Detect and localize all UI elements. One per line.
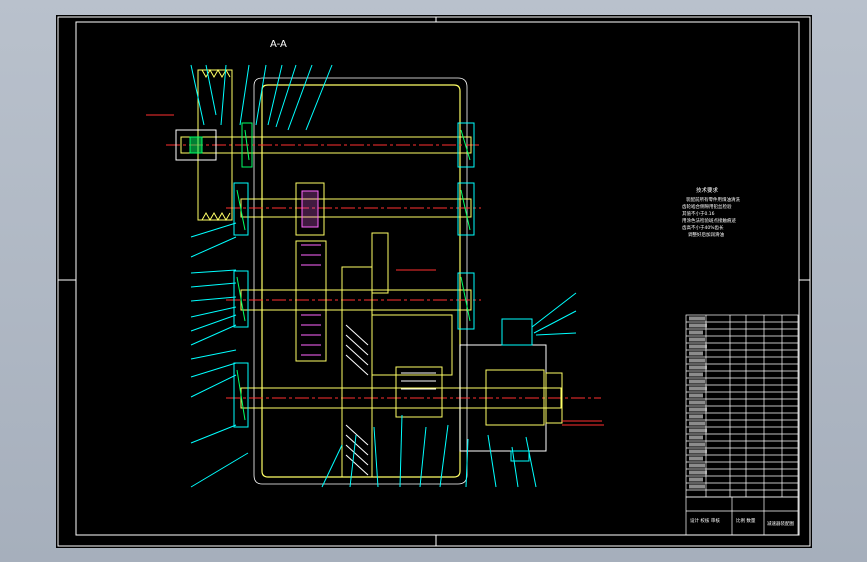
title-footer-mid: 比例 数量: [736, 517, 756, 524]
parts-table-row-text: [689, 435, 703, 440]
notes-line-3: 其值不小于0.16: [682, 210, 715, 217]
parts-table-row-text: [689, 316, 705, 321]
bearing-left-3: [233, 270, 249, 328]
gear-6: [395, 366, 443, 418]
bearing-right-2: [457, 182, 475, 236]
v-belt-pulley: [175, 68, 233, 222]
input-shaft: [180, 136, 472, 154]
title-footer-right: 减速器装配图: [767, 520, 794, 527]
gears: [295, 182, 453, 478]
parts-table-row-text: [689, 344, 707, 349]
parts-table-row-text: [689, 414, 703, 419]
callout-leaders-bottom: [321, 292, 577, 488]
dimension-markers: [146, 114, 602, 422]
parts-table-row-text: [689, 372, 703, 377]
gear-5: [371, 314, 453, 376]
parts-table-row-text: [689, 477, 703, 482]
parts-table-row-text: [689, 337, 705, 342]
parts-table-row-text: [689, 323, 707, 328]
parts-table-row-text: [689, 400, 705, 405]
outer-frame: [57, 16, 811, 547]
gear-1: [295, 182, 325, 236]
parts-table-row-text: [689, 449, 707, 454]
gearbox-housing: [253, 77, 468, 485]
callout-leaders-left: [190, 222, 249, 488]
parts-table-row-text: [689, 484, 705, 489]
bearing-right-3: [457, 272, 475, 330]
output-bearing-housing: [459, 318, 604, 462]
callout-leaders-top: [190, 64, 333, 131]
parts-table-row-text: [689, 463, 705, 468]
parts-table-row-text: [689, 421, 705, 426]
bearing-left-2: [233, 182, 249, 236]
bearing-left-4: [233, 362, 249, 428]
parts-table-row-text: [689, 407, 707, 412]
inner-frame: [75, 21, 800, 536]
parts-table-row-text: [689, 470, 707, 475]
notes-line-1: 装配前所有零件用煤油清洗: [686, 196, 740, 203]
drawing-sheet[interactable]: A-A: [56, 15, 812, 548]
technical-notes: 技术要求 装配前所有零件用煤油清洗 齿轮啮合侧隙用铅丝检验 其值不小于0.16 …: [682, 186, 740, 238]
parts-table-row-text: [689, 442, 705, 447]
notes-line-4: 用涂色法检验斑点接触痕迹: [682, 217, 736, 224]
parts-table-row-text: [689, 379, 705, 384]
parts-table-row-text: [689, 428, 707, 433]
assembly-drawing: A-A: [57, 16, 811, 547]
bearing-right-1: [457, 122, 475, 168]
bearings: [233, 122, 475, 428]
parts-table-row-text: [689, 358, 705, 363]
parts-table-row-text: [689, 365, 707, 370]
parts-table-row-text: [689, 330, 703, 335]
gear-4: [371, 232, 389, 294]
notes-heading: 技术要求: [696, 186, 719, 194]
parts-table-row-text: [689, 456, 703, 461]
notes-line-5: 齿高不小于40%齿长: [682, 224, 724, 231]
section-label: A-A: [270, 39, 287, 50]
gear-2: [295, 240, 327, 362]
parts-table-row-text: [689, 386, 707, 391]
title-block: 设计 校核 审核 比例 数量 减速器装配图: [685, 496, 799, 536]
parts-table-row-text: [689, 393, 703, 398]
notes-line-6: 调整好后加润滑油: [688, 231, 724, 238]
notes-line-2: 齿轮啮合侧隙用铅丝检验: [682, 203, 732, 210]
parts-list-table: [685, 314, 799, 498]
parts-table-row-text: [689, 351, 703, 356]
bearing-left-1: [241, 122, 253, 168]
shafts: [166, 136, 601, 409]
title-footer-left: 设计 校核 审核: [690, 517, 720, 524]
